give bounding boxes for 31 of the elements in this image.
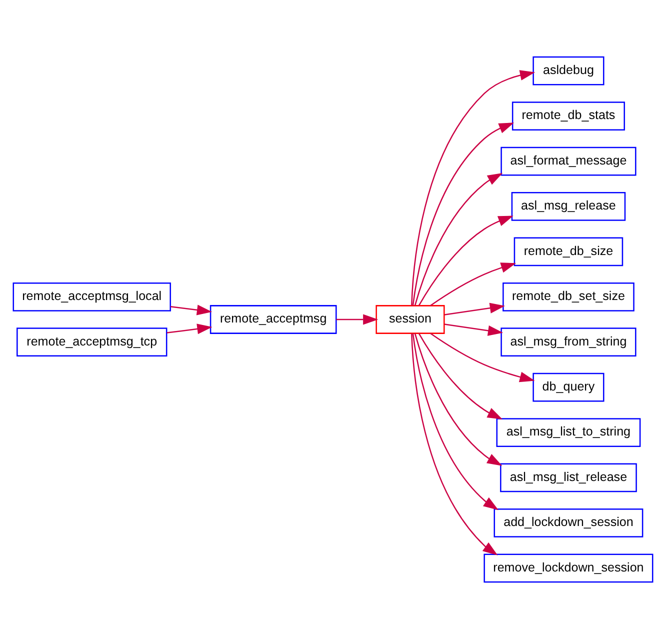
node-box: asl_msg_list_release <box>500 462 637 492</box>
node-box: remote_acceptmsg <box>210 304 337 334</box>
node-box: remote_db_stats <box>512 101 625 130</box>
node-box: remote_db_set_size <box>502 282 634 311</box>
node-box: remove_lockdown_session <box>484 553 654 582</box>
node-box: session <box>376 304 445 334</box>
node-box: asldebug <box>532 56 604 85</box>
arrow <box>166 323 212 334</box>
arrow <box>412 122 514 305</box>
arrow <box>430 332 535 382</box>
arrow <box>411 70 536 305</box>
arrow <box>414 332 502 466</box>
node-box: asl_format_message <box>500 146 636 176</box>
arrow <box>444 323 504 336</box>
node-box: add_lockdown_session <box>494 508 644 537</box>
node-box: remote_acceptmsg_tcp <box>16 327 168 356</box>
arrow <box>414 172 503 306</box>
arrow <box>418 332 503 419</box>
node-box: asl_msg_list_to_string <box>496 418 641 446</box>
node-box: remote_db_size <box>514 236 624 266</box>
arrow <box>430 262 516 306</box>
node-box: asl_msg_release <box>511 192 626 220</box>
arrow <box>418 215 514 306</box>
node-box: db_query <box>532 372 604 402</box>
arrow <box>444 302 505 315</box>
node-box: asl_msg_from_string <box>500 327 636 356</box>
arrow <box>412 333 498 510</box>
arrow <box>336 314 378 324</box>
arrow <box>411 333 498 555</box>
node-box: remote_acceptmsg_local <box>12 282 171 311</box>
arrow <box>170 304 212 315</box>
